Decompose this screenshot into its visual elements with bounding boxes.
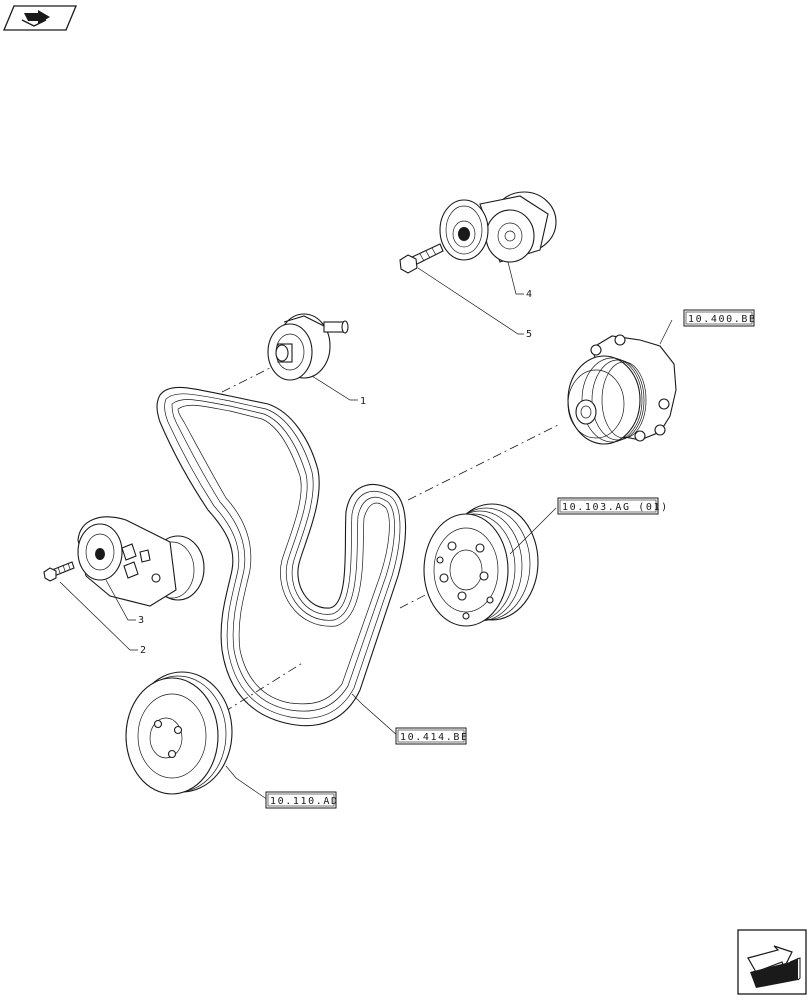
part-number-3: 3: [138, 615, 144, 626]
belt-tensioner-assembly[interactable]: [77, 516, 205, 607]
water-pump[interactable]: [567, 334, 677, 445]
idler-pulley[interactable]: [267, 313, 349, 381]
crankshaft-pulley[interactable]: [125, 671, 233, 795]
reference-alternator-pulley-label: 10.103.AG (01): [562, 502, 669, 513]
poly-v-belt: [156, 386, 407, 727]
reference-belt-label: 10.414.BE: [400, 732, 469, 743]
part-number-4: 4: [526, 289, 532, 300]
previous-page-arrow-icon[interactable]: [3, 5, 77, 31]
part-number-2: 2: [140, 645, 146, 656]
part-number-1: 1: [360, 396, 366, 407]
next-page-arrow-icon[interactable]: [737, 929, 807, 995]
reference-alternator-pulley[interactable]: 10.103.AG (01): [557, 497, 669, 515]
alternator-pulley[interactable]: [423, 503, 539, 627]
reference-crankshaft-pulley-label: 10.110.AD: [270, 796, 339, 807]
reference-belt[interactable]: 10.414.BE: [395, 727, 469, 745]
tensioner-assembly-bolt[interactable]: [43, 561, 75, 582]
reference-water-pump-label: 10.400.BB: [688, 314, 757, 325]
tensioner-pulley[interactable]: [439, 191, 557, 263]
leader-lines: [59, 261, 673, 801]
tensioner-bolt[interactable]: [399, 243, 444, 274]
part-number-5: 5: [526, 329, 532, 340]
reference-water-pump[interactable]: 10.400.BB: [683, 309, 757, 327]
reference-crankshaft-pulley[interactable]: 10.110.AD: [265, 791, 339, 809]
